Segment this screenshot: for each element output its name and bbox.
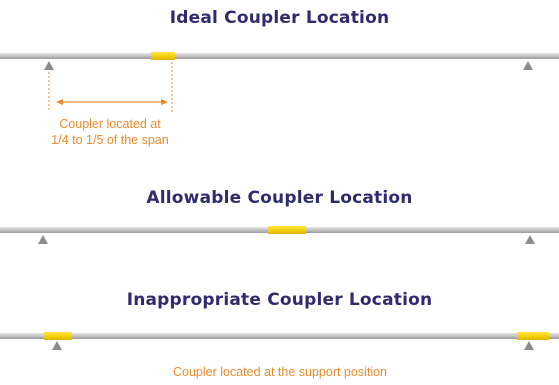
ideal-annotation: Coupler located at 1/4 to 1/5 of the spa… (10, 116, 210, 148)
inappropriate-beam-group (0, 332, 559, 350)
support-triangle-icon (525, 235, 535, 244)
ideal-section-title: Ideal Coupler Location (169, 8, 390, 28)
inappropriate-annotation-line-1: Coupler located at the support position (172, 365, 388, 379)
right-support-coupler (517, 332, 549, 340)
support-triangle-icon (44, 61, 54, 70)
inappropriate-section-title: Inappropriate Coupler Location (126, 290, 433, 310)
support-triangle-icon (52, 341, 62, 350)
ideal-beam-group (0, 52, 559, 112)
inappropriate-beam (0, 333, 559, 339)
support-triangle-icon (38, 235, 48, 244)
allowable-section-title: Allowable Coupler Location (146, 188, 413, 208)
arrow-left-icon (56, 99, 63, 105)
allowable-coupler (268, 226, 306, 234)
ideal-annotation-line-1: Coupler located at (59, 117, 161, 131)
allowable-beam-group (0, 226, 559, 244)
ideal-annotation-line-2: 1/4 to 1/5 of the span (51, 133, 169, 147)
left-support-coupler (44, 332, 72, 340)
support-triangle-icon (523, 61, 533, 70)
support-triangle-icon (524, 341, 534, 350)
ideal-beam (0, 53, 559, 59)
inappropriate-annotation: Coupler located at the support position (110, 364, 450, 380)
arrow-right-icon (161, 99, 168, 105)
ideal-coupler (151, 52, 175, 60)
